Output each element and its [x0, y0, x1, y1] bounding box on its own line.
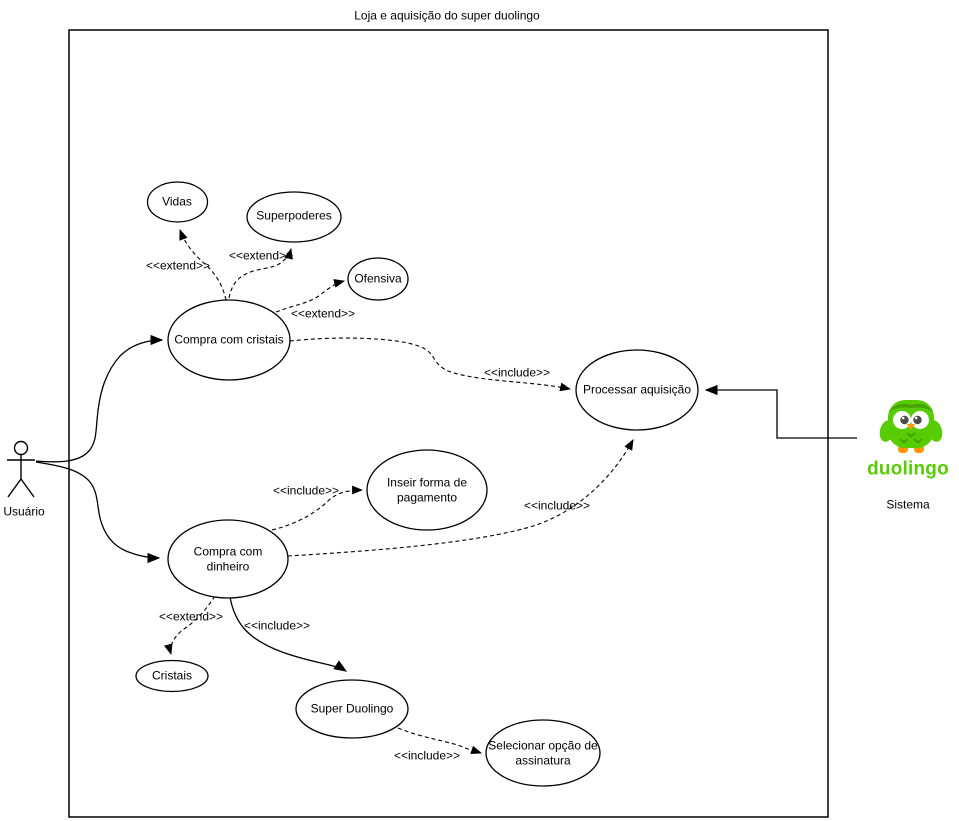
- include-label-dinheiro-processar: <<include>>: [523, 498, 591, 513]
- include-label-cristais-processar: <<include>>: [483, 365, 551, 380]
- extend-label-superpoderes: <<extend>>: [228, 248, 294, 263]
- usecase-ofensiva: [347, 257, 409, 301]
- edge-cristais-processar: [289, 337, 572, 392]
- include-label-inserir-pagamento: <<include>>: [272, 483, 340, 498]
- usecase-selecionar-opcao: [485, 719, 601, 787]
- include-label-selecionar: <<include>>: [393, 748, 461, 763]
- edge-dinheiro-superduolingo: [229, 596, 348, 672]
- actor-head: [13, 440, 29, 456]
- edge-usuario-compra-cristais: [35, 334, 164, 463]
- usecase-compra-com-dinheiro: [167, 519, 289, 599]
- edge-cristais-vidas: [179, 228, 227, 301]
- diagram-title: Loja e aquisição do super duolingo: [354, 8, 540, 23]
- actor-leg-left: [7, 478, 22, 498]
- usecase-inserir-forma-pagamento-label: Inseir forma de pagamento: [386, 475, 468, 504]
- system-boundary: [68, 29, 829, 818]
- usecase-processar-aquisicao: [575, 349, 699, 431]
- actor-leg-right: [20, 478, 35, 498]
- extend-label-cristais: <<extend>>: [158, 609, 224, 624]
- usecase-super-duolingo: [295, 679, 409, 739]
- usecase-selecionar-opcao-label: Selecionar opção de assinatura: [488, 738, 598, 767]
- edge-cristais-superpoderes: [228, 247, 293, 299]
- usecase-vidas: [146, 181, 209, 223]
- usecase-compra-com-cristais: [167, 299, 291, 381]
- duolingo-owl-icon: [879, 400, 943, 453]
- usecase-inserir-forma-pagamento: [366, 449, 488, 531]
- actor-usuario-label: Usuário: [3, 504, 45, 519]
- usecase-superpoderes: [246, 191, 342, 243]
- extend-label-vidas: <<extend>>: [145, 258, 211, 273]
- include-label-super-duolingo: <<include>>: [243, 618, 311, 633]
- duolingo-wordmark: duolingo: [867, 458, 949, 480]
- usecase-processar-aquisicao-label: Processar aquisição: [582, 382, 692, 397]
- edge-superduolingo-selecionar: [397, 727, 483, 755]
- usecase-superpoderes-label: Superpoderes: [256, 208, 332, 223]
- usecase-cristais: [135, 659, 209, 693]
- edge-dinheiro-inserirpagamento: [271, 485, 364, 531]
- edge-usuario-compra-dinheiro: [35, 461, 161, 564]
- system-sistema-label: Sistema: [886, 497, 930, 512]
- edge-dinheiro-cristais: [164, 595, 216, 656]
- edge-sistema-processar: [704, 384, 857, 439]
- actor-usuario-figure: [7, 440, 35, 498]
- usecase-compra-com-dinheiro-label: Compra com dinheiro: [193, 544, 263, 573]
- usecase-vidas-label: Vidas: [162, 194, 192, 209]
- usecase-super-duolingo-label: Super Duolingo: [310, 701, 394, 716]
- usecase-compra-com-cristais-label: Compra com cristais: [174, 332, 284, 347]
- usecase-ofensiva-label: Ofensiva: [354, 271, 402, 286]
- edge-cristais-ofensiva: [275, 279, 346, 313]
- extend-label-ofensiva: <<extend>>: [290, 306, 356, 321]
- edge-dinheiro-processar: [287, 439, 634, 557]
- usecase-cristais-label: Cristais: [151, 668, 193, 683]
